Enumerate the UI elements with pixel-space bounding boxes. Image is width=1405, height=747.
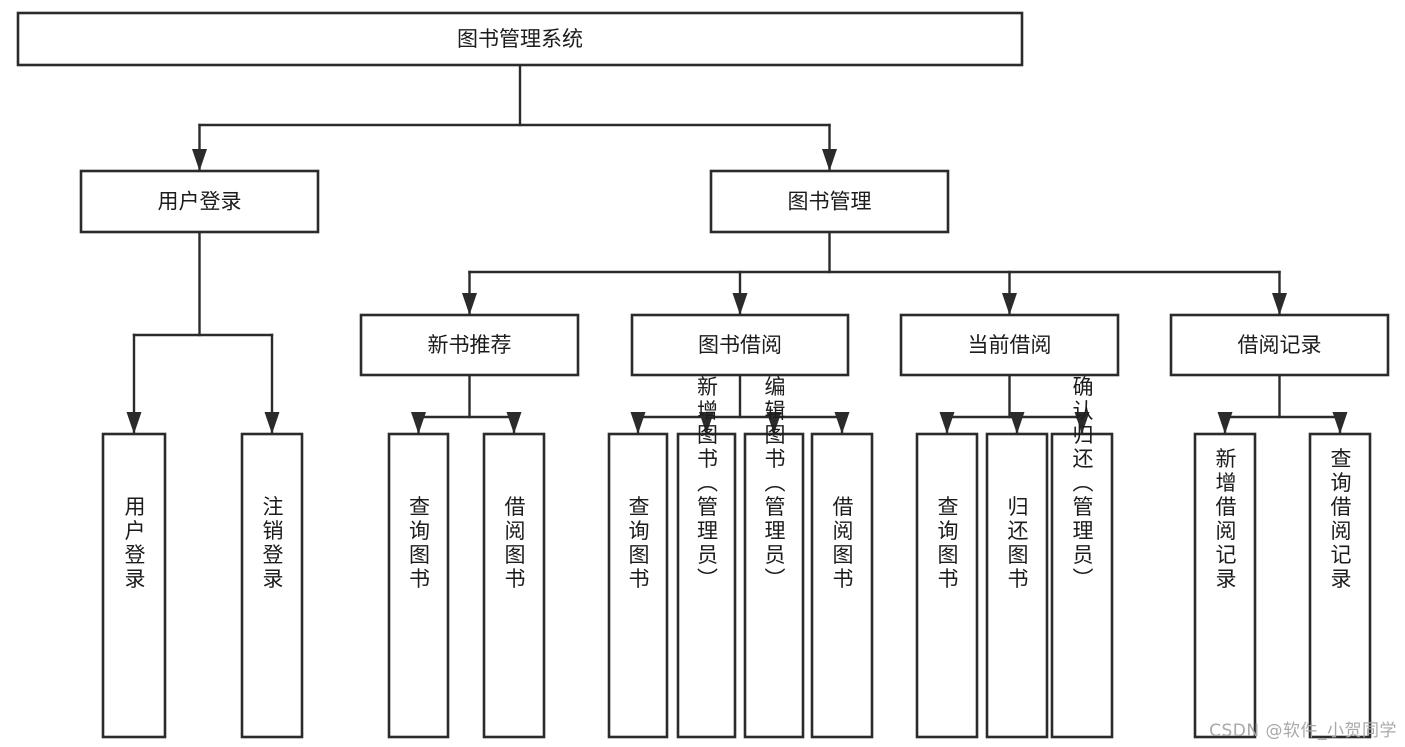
node-root-0[interactable]: 图书管理系统 (16, 11, 1024, 67)
arrowhead-icon (630, 412, 646, 434)
node-level3-2[interactable]: 当前借阅 (899, 313, 1120, 377)
node-leaf-1[interactable]: 注销登录 (240, 432, 304, 739)
node-label: 确认归还（管理员） (1070, 376, 1094, 592)
node-level3-0[interactable]: 新书推荐 (359, 313, 580, 377)
arrowhead-icon (192, 149, 207, 171)
node-leaf-2[interactable]: 查询图书 (387, 432, 450, 739)
arrowhead-icon (834, 412, 850, 434)
node-box[interactable] (985, 432, 1049, 739)
node-label: 用户登录 (158, 190, 242, 214)
node-label: 新增借阅记录 (1213, 448, 1237, 592)
node-level3-3[interactable]: 借阅记录 (1169, 313, 1390, 377)
arrowhead-icon (732, 293, 748, 315)
node-label: 注销登录 (260, 496, 284, 592)
node-box[interactable] (1193, 432, 1257, 739)
arrowhead-icon (699, 412, 714, 434)
node-label: 查询图书 (407, 496, 431, 592)
node-label: 查询图书 (935, 496, 959, 592)
node-label: 借阅图书 (830, 496, 854, 592)
node-box[interactable] (359, 313, 580, 377)
node-leaf-6[interactable]: 编辑图书（管理员） (743, 376, 805, 739)
node-leaf-10[interactable]: 确认归还（管理员） (1050, 376, 1114, 739)
node-box[interactable] (676, 432, 737, 739)
arrowhead-icon (939, 412, 955, 434)
node-leaf-5[interactable]: 新增图书（管理员） (676, 376, 737, 739)
arrowhead-icon (506, 412, 522, 434)
node-leaf-0[interactable]: 用户登录 (101, 432, 167, 739)
arrowhead-icon (1217, 412, 1233, 434)
arrowhead-icon (411, 412, 426, 434)
node-boxes-layer: 图书管理系统用户登录图书管理新书推荐图书借阅当前借阅借阅记录用户登录注销登录查询… (16, 11, 1390, 739)
arrowhead-icon (126, 412, 142, 434)
node-level3-1[interactable]: 图书借阅 (630, 313, 850, 377)
node-leaf-11[interactable]: 新增借阅记录 (1193, 432, 1257, 739)
node-box[interactable] (1308, 432, 1372, 739)
node-label: 图书管理 (788, 190, 872, 214)
node-label: 图书借阅 (698, 333, 782, 357)
arrowhead-icon (822, 149, 837, 171)
node-leaf-3[interactable]: 借阅图书 (482, 432, 546, 739)
node-leaf-9[interactable]: 归还图书 (985, 432, 1049, 739)
node-label: 新书推荐 (428, 333, 512, 357)
node-label: 借阅图书 (502, 496, 526, 592)
arrowhead-icon (1009, 412, 1025, 434)
node-box[interactable] (607, 432, 669, 739)
node-label: 借阅记录 (1238, 333, 1322, 357)
node-label: 归还图书 (1005, 496, 1029, 592)
arrowhead-icon (1332, 412, 1348, 434)
node-label: 编辑图书（管理员） (762, 376, 786, 592)
node-level2-0[interactable]: 用户登录 (79, 169, 320, 234)
node-box[interactable] (899, 313, 1120, 377)
arrowhead-icon (1074, 412, 1090, 434)
node-box[interactable] (1169, 313, 1390, 377)
node-level2-1[interactable]: 图书管理 (709, 169, 950, 234)
node-leaf-4[interactable]: 查询图书 (607, 432, 669, 739)
arrowhead-icon (766, 412, 782, 434)
node-box[interactable] (810, 432, 874, 739)
node-box[interactable] (16, 11, 1024, 67)
node-label: 查询图书 (626, 496, 650, 592)
arrowhead-icon (462, 293, 477, 315)
node-box[interactable] (709, 169, 950, 234)
node-leaf-7[interactable]: 借阅图书 (810, 432, 874, 739)
node-box[interactable] (101, 432, 167, 739)
node-label: 新增图书（管理员） (695, 376, 719, 592)
node-box[interactable] (915, 432, 979, 739)
arrowhead-icon (1272, 293, 1287, 315)
node-box[interactable] (482, 432, 546, 739)
node-label: 当前借阅 (968, 333, 1052, 357)
csdn-watermark: CSDN @软件_小贺同学 (1209, 721, 1397, 741)
node-label: 图书管理系统 (457, 27, 583, 51)
node-box[interactable] (240, 432, 304, 739)
node-box[interactable] (743, 432, 805, 739)
connector-lines-layer (126, 63, 1348, 436)
node-box[interactable] (387, 432, 450, 739)
arrowhead-icon (264, 412, 280, 434)
node-leaf-8[interactable]: 查询图书 (915, 432, 979, 739)
node-box[interactable] (630, 313, 850, 377)
node-box[interactable] (79, 169, 320, 234)
node-label: 查询借阅记录 (1328, 448, 1352, 592)
node-box[interactable] (1050, 432, 1114, 739)
node-label: 用户登录 (122, 496, 146, 592)
node-leaf-12[interactable]: 查询借阅记录 (1308, 432, 1372, 739)
arrowhead-icon (1002, 293, 1017, 315)
